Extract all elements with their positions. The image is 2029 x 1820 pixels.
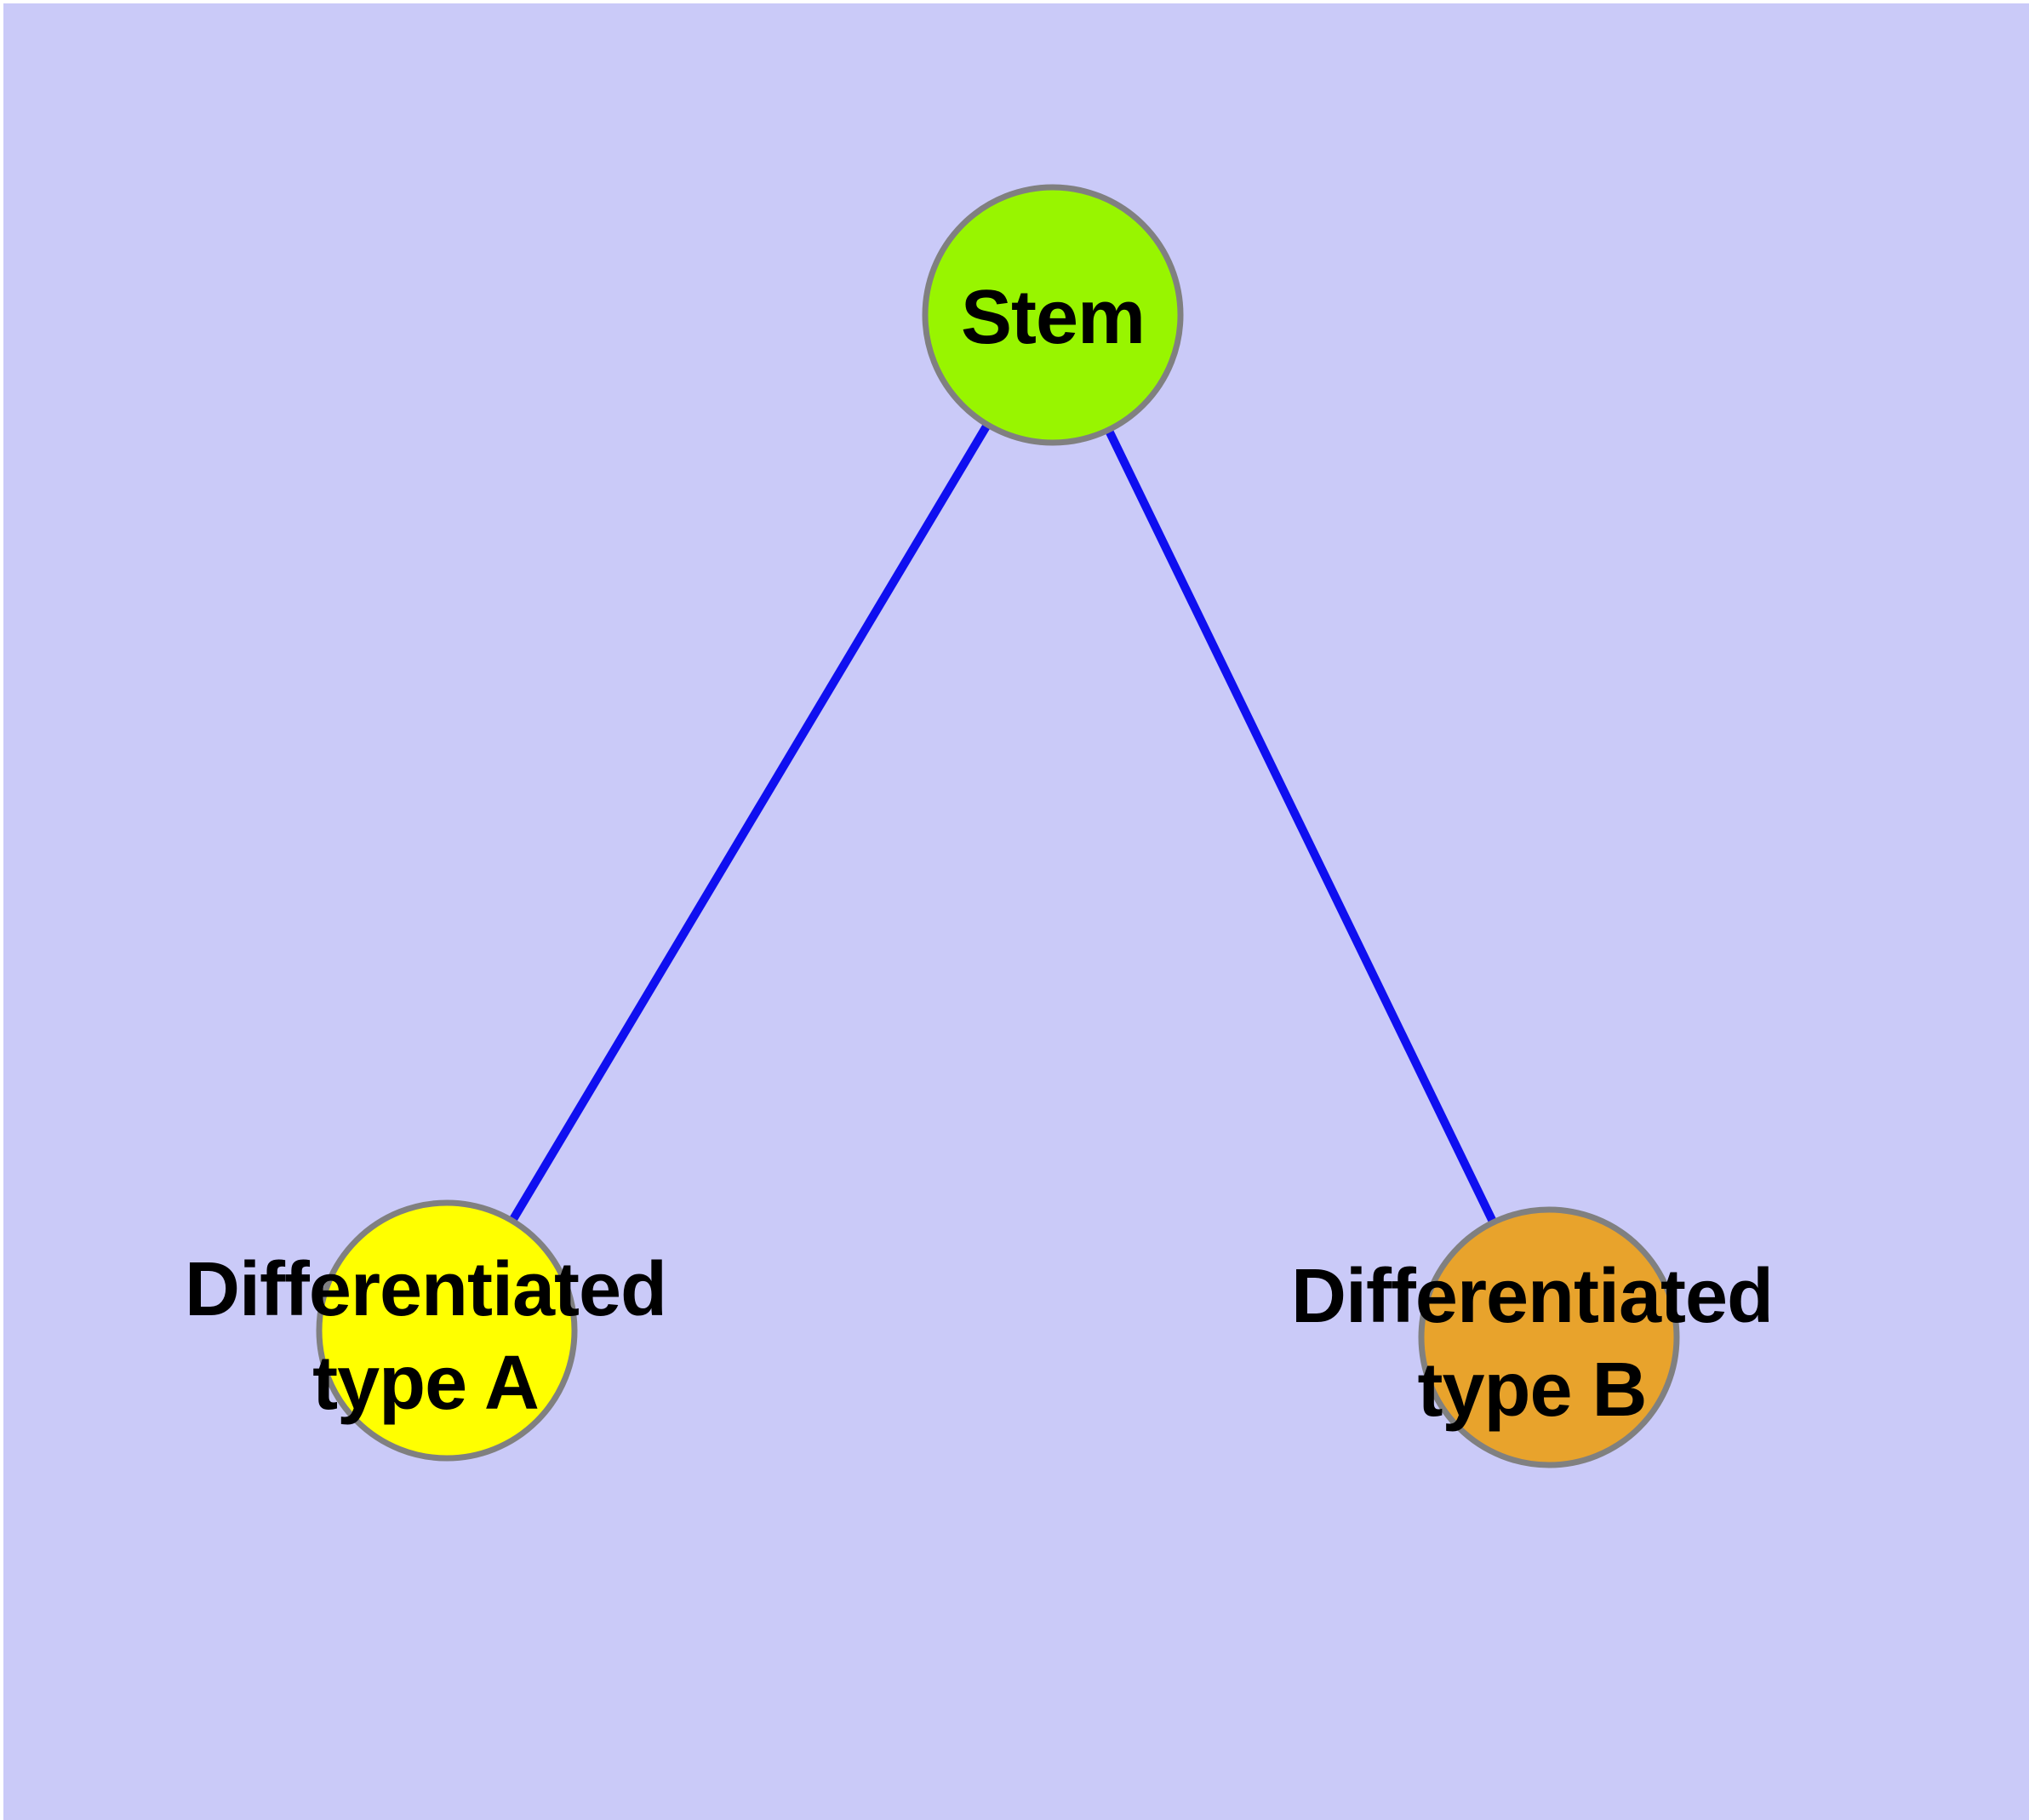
node-type-b-circle [1418, 1206, 1680, 1468]
node-stem-circle [922, 184, 1184, 446]
node-type-a: Differentiated type A [185, 1199, 667, 1462]
node-stem-label: Stem [961, 275, 1145, 360]
node-stem: Stem [922, 184, 1184, 446]
edge-group [443, 312, 1553, 1340]
node-type-b-label-line1: Differentiated [1291, 1254, 1773, 1339]
edge-stem-to-type-a [443, 312, 1057, 1333]
node-type-b: Differentiated type B [1291, 1206, 1774, 1468]
node-type-a-circle [316, 1199, 578, 1462]
node-type-a-label-line1: Differentiated [185, 1247, 666, 1332]
node-type-a-label-line2: type A [312, 1341, 539, 1426]
node-type-b-label-line2: type B [1417, 1348, 1646, 1433]
edge-stem-to-type-b [1049, 312, 1553, 1340]
